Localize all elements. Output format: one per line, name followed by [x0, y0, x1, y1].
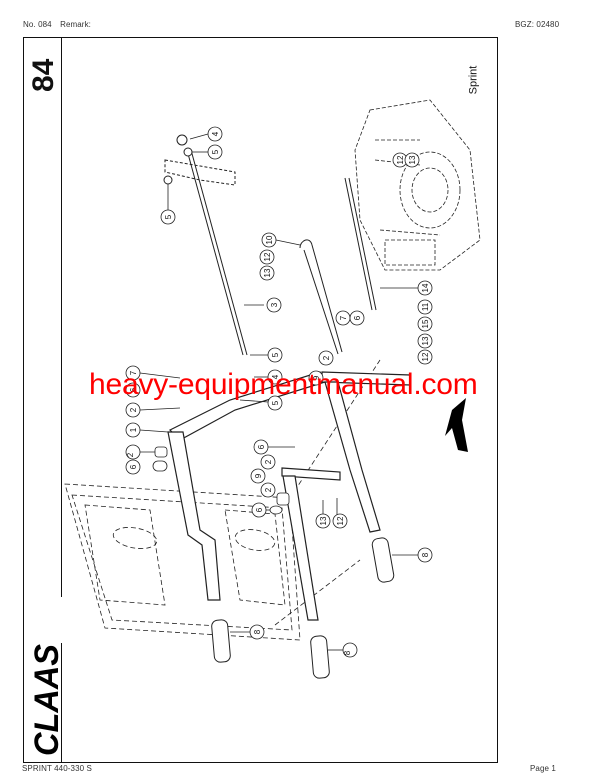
handles-8 — [211, 537, 395, 679]
svg-text:13: 13 — [319, 516, 328, 525]
svg-text:5: 5 — [271, 352, 280, 357]
drawing-frame — [23, 37, 498, 763]
header-left: No. 084 Remark: — [23, 20, 91, 29]
callouts: 4 5 5 3 5 4 5 10 12 13 14 11 15 13 12 7 … — [125, 126, 433, 658]
svg-text:13: 13 — [408, 155, 417, 164]
svg-text:6: 6 — [353, 315, 362, 320]
lever-1 — [167, 371, 326, 601]
sheet-page-number: 84 — [27, 58, 60, 92]
svg-text:2: 2 — [264, 487, 273, 492]
footer-page: Page 1 — [530, 764, 556, 773]
svg-text:7: 7 — [339, 315, 348, 320]
svg-text:12: 12 — [396, 155, 405, 164]
top-bracket — [164, 159, 236, 186]
svg-text:5: 5 — [271, 400, 280, 405]
footer-model: SPRINT 440-330 S — [22, 764, 92, 773]
parts-diagram: 4 5 5 3 5 4 5 10 12 13 14 11 15 13 12 7 … — [64, 99, 481, 679]
svg-text:12: 12 — [421, 352, 430, 361]
svg-text:9: 9 — [254, 473, 263, 478]
svg-text:1: 1 — [129, 427, 138, 432]
watermark: heavy-equipmentmanual.com — [89, 368, 478, 401]
svg-text:13: 13 — [421, 336, 430, 345]
svg-text:2: 2 — [126, 452, 135, 457]
direction-arrow-icon — [445, 398, 468, 452]
svg-text:12: 12 — [263, 252, 272, 261]
svg-text:11: 11 — [421, 302, 430, 311]
svg-text:10: 10 — [265, 235, 274, 244]
svg-text:2: 2 — [264, 459, 273, 464]
svg-text:6: 6 — [255, 507, 264, 512]
svg-text:14: 14 — [421, 283, 430, 292]
svg-text:5: 5 — [211, 149, 220, 154]
svg-text:4: 4 — [211, 131, 220, 136]
svg-text:9: 9 — [312, 375, 321, 380]
remark-label: Remark: — [60, 20, 91, 29]
svg-text:13: 13 — [263, 268, 272, 277]
bgz-code: BGZ: 02480 — [515, 20, 560, 29]
document-number: No. 084 — [23, 20, 52, 29]
svg-text:8: 8 — [253, 629, 262, 634]
svg-text:2: 2 — [129, 407, 138, 412]
lever-9 — [281, 371, 411, 621]
svg-text:3: 3 — [270, 302, 279, 307]
svg-text:8: 8 — [343, 650, 352, 655]
gearbox — [354, 99, 481, 271]
svg-text:6: 6 — [129, 387, 138, 392]
svg-text:12: 12 — [336, 516, 345, 525]
svg-text:CLAAS: CLAAS — [28, 644, 60, 756]
svg-text:5: 5 — [164, 214, 173, 219]
svg-text:4: 4 — [271, 374, 280, 379]
svg-text:6: 6 — [257, 444, 266, 449]
frame-divider-top — [61, 37, 62, 597]
frame-divider-bottom — [61, 643, 62, 763]
svg-text:7: 7 — [129, 370, 138, 375]
svg-text:2: 2 — [322, 355, 331, 360]
svg-text:15: 15 — [421, 319, 430, 328]
rod-3 — [186, 149, 377, 356]
joint-4 — [176, 134, 188, 146]
claas-logo-icon: CLAAS — [28, 644, 60, 756]
svg-text:6: 6 — [129, 464, 138, 469]
svg-text:8: 8 — [421, 552, 430, 557]
